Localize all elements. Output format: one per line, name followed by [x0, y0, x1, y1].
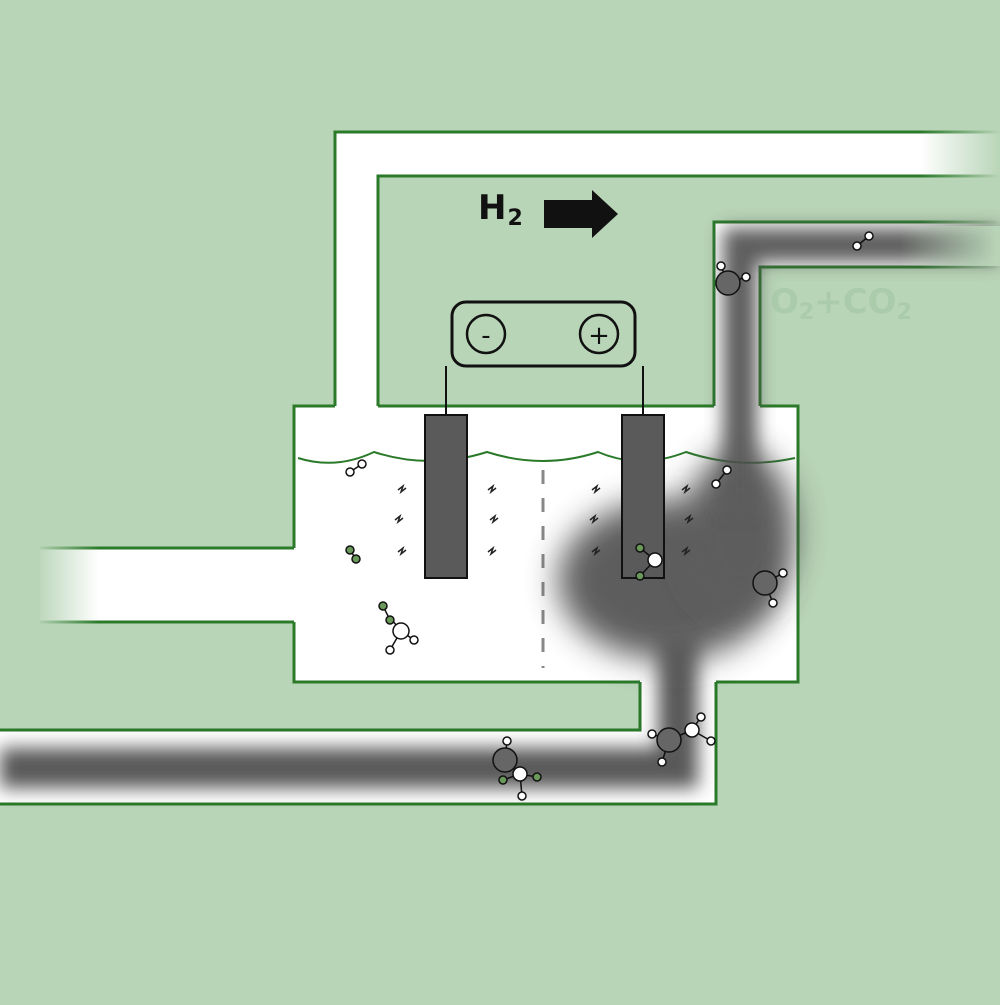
arrow-right-icon	[544, 190, 618, 238]
molecule-icon	[715, 261, 751, 296]
co2-symbol: CO	[842, 282, 897, 322]
negative-symbol: -	[481, 321, 490, 351]
oxygen-co2-label: O2+CO2	[770, 282, 912, 325]
hydrogen-label: H2	[478, 188, 523, 231]
molecule-icon	[852, 231, 874, 251]
molecule-icon	[635, 543, 663, 581]
positive-symbol: +	[588, 321, 610, 351]
molecule-icon	[492, 736, 542, 801]
molecule-icon	[345, 459, 367, 477]
plus-symbol: +	[814, 282, 843, 322]
water-surface	[297, 450, 796, 464]
water-inlet-pipe	[36, 545, 302, 625]
molecule-icon	[378, 601, 419, 655]
h2-symbol: H	[478, 188, 507, 228]
positive-terminal	[578, 313, 620, 355]
o2-subscript: 2	[798, 300, 815, 325]
molecule-icon	[647, 712, 716, 767]
cathode-electrode	[424, 414, 468, 579]
o2-symbol: O	[770, 282, 799, 322]
molecule-icon	[345, 545, 361, 564]
smoke-plume	[0, 226, 1000, 788]
negative-terminal	[465, 313, 507, 355]
hydrogen-outlet-pipe	[333, 128, 1000, 430]
spark-icon	[394, 483, 694, 557]
battery-icon	[445, 300, 644, 415]
h2-subscript: 2	[507, 206, 523, 231]
molecule-icon	[711, 465, 732, 489]
co2-subscript: 2	[896, 300, 912, 325]
molecule-icon	[752, 568, 788, 608]
